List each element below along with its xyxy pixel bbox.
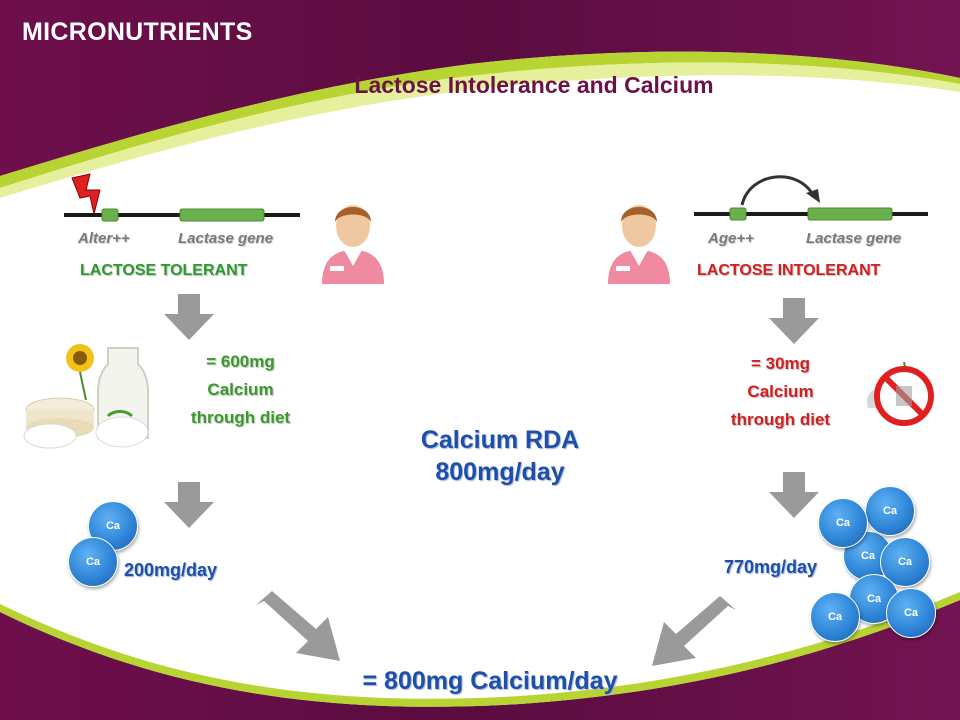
right-gene-diagram <box>694 175 928 221</box>
down-arrow-icon <box>769 298 819 344</box>
left-diet-line: Calcium <box>207 380 274 399</box>
left-diet-line: = 600mg <box>206 352 275 371</box>
down-arrow-icon <box>769 472 819 518</box>
cottage-cheese-bowl-icon <box>23 423 77 449</box>
left-promoter-label: Alter++ <box>78 230 130 247</box>
right-diet-text: = 30mg Calcium through diet <box>708 350 853 434</box>
calcium-circle: Ca <box>68 537 118 587</box>
right-status-label: LACTOSE INTOLERANT <box>697 262 881 279</box>
right-amount: 770mg/day <box>724 557 818 577</box>
calcium-circle: Ca <box>865 486 915 536</box>
left-lactase-gene-box <box>179 208 265 222</box>
left-gene-label: Lactase gene <box>178 230 274 247</box>
right-promoter-label: Age++ <box>708 230 754 247</box>
right-diet-line: = 30mg <box>750 354 811 373</box>
down-arrow-icon <box>164 482 214 528</box>
person-icon <box>608 205 670 284</box>
right-diet-line: through diet <box>730 410 831 429</box>
left-amount: 200mg/day <box>124 560 218 580</box>
header-title: MICRONUTRIENTS <box>22 18 253 46</box>
sunflower-icon <box>66 344 94 401</box>
down-arrow-icon <box>164 294 214 340</box>
no-dairy-icon <box>866 361 934 426</box>
slide-title: Lactose Intolerance and Calcium <box>354 72 714 98</box>
calcium-circle: Ca <box>810 592 860 642</box>
calcium-circle: Ca <box>886 588 936 638</box>
right-lactase-gene-box <box>807 207 893 221</box>
left-promoter-box <box>101 208 119 222</box>
left-gene-diagram <box>64 173 300 222</box>
left-diet-line: through diet <box>190 408 291 427</box>
right-gene-label: Lactase gene <box>806 230 902 247</box>
curved-arrow-icon <box>740 175 816 206</box>
left-diet-text: = 600mg Calcium through diet <box>168 348 313 432</box>
left-status-label: LACTOSE TOLERANT <box>80 262 248 279</box>
lightning-icon <box>71 173 101 215</box>
right-diet-line: Calcium <box>747 382 814 401</box>
calcium-circle: Ca <box>818 498 868 548</box>
dairy-products-image <box>23 344 149 449</box>
person-icon <box>322 205 384 284</box>
rda-line: 800mg/day <box>435 458 565 486</box>
diagonal-arrow-icon <box>256 591 340 661</box>
diagonal-arrow-icon <box>652 596 736 666</box>
total-calcium: = 800mg Calcium/day <box>362 667 618 695</box>
right-promoter-box <box>729 207 747 221</box>
calcium-rda: Calcium RDA 800mg/day <box>380 424 620 488</box>
rda-line: Calcium RDA <box>420 426 580 454</box>
